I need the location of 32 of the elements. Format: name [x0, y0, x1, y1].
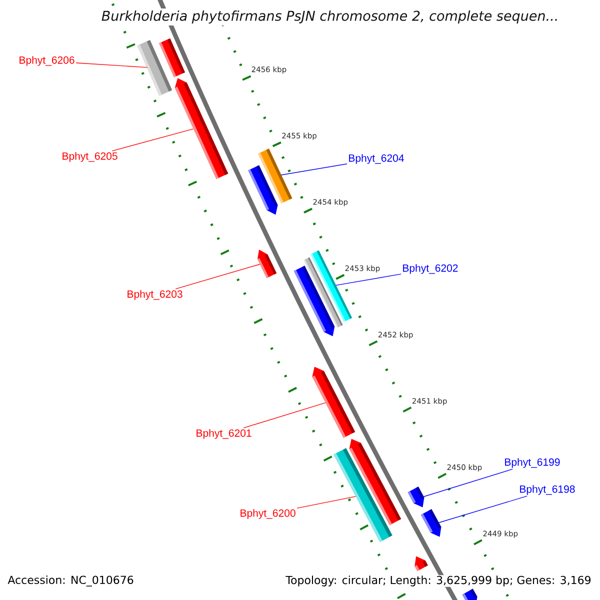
gene-label: Bphyt_6206 [20, 56, 74, 66]
gene-block [312, 366, 356, 438]
leader-line [112, 128, 194, 152]
gene-label: Bphyt_6203 [128, 290, 182, 300]
leader-line [296, 496, 356, 509]
gene-block [137, 40, 172, 96]
gene-block [294, 266, 335, 336]
gene-block [462, 588, 478, 600]
leader-line [175, 264, 260, 290]
gene-label: Bphyt_6200 [240, 509, 296, 519]
gene-block [258, 148, 292, 204]
gene-block [414, 556, 428, 572]
gene-block [258, 250, 277, 278]
leader-line [423, 468, 513, 497]
leader-line [336, 274, 402, 286]
gene-block [349, 438, 402, 526]
leader-line [280, 164, 348, 176]
leader-line [76, 62, 148, 68]
gene-label: Bphyt_6205 [62, 152, 118, 162]
gene-block [408, 486, 424, 508]
footer-text: Topology: circular; Length: 3,625,999 bp; Genes: 3,169 [285, 575, 592, 587]
gene-label: Bphyt_6201 [196, 429, 252, 439]
gene-block [420, 509, 442, 537]
gene-block [174, 78, 228, 180]
gene-label: Bphyt_6198 [520, 485, 575, 495]
title: Burkholderia phytofirmans PsJN chromosome 2, complete sequen... [99, 8, 561, 26]
leader-line [243, 402, 326, 428]
gene-label: Bphyt_6199 [505, 458, 560, 468]
gene-label: Bphyt_6204 [349, 154, 404, 164]
leader-line [438, 496, 528, 523]
gene-label: Bphyt_6202 [403, 264, 458, 274]
footer-text: Accession: NC_010676 [7, 575, 134, 587]
